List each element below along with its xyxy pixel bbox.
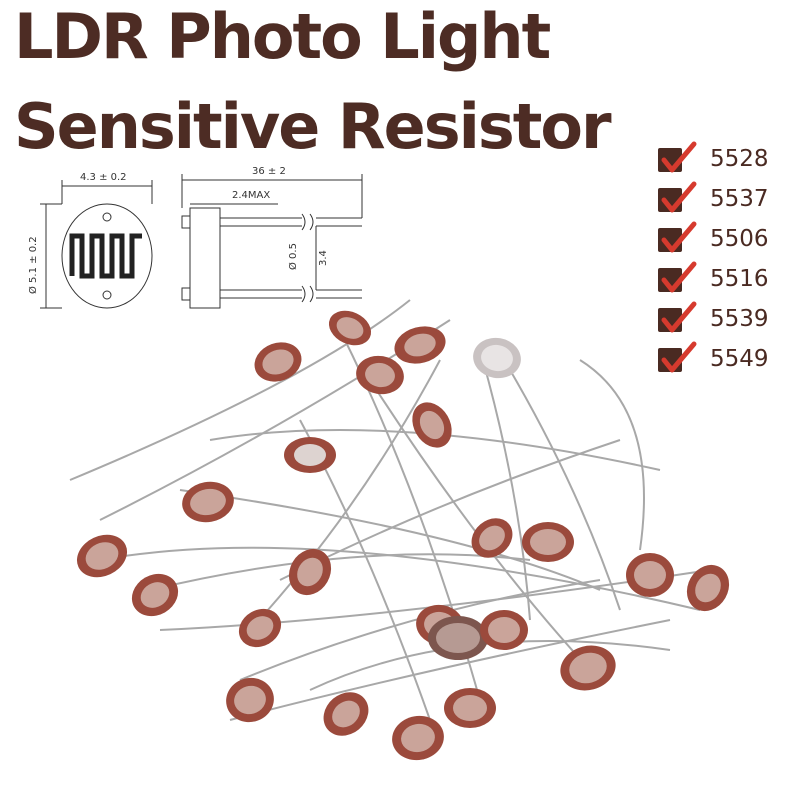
length-dimension-label: 36 ± 2 bbox=[252, 166, 286, 177]
model-number: 5516 bbox=[710, 266, 769, 292]
model-number: 5549 bbox=[710, 346, 769, 372]
model-number: 5506 bbox=[710, 226, 769, 252]
model-number: 5537 bbox=[710, 186, 769, 212]
ldr-serpentine-track bbox=[69, 233, 142, 279]
height-dimension-label: Ø 5.1 ± 0.2 bbox=[27, 236, 39, 294]
ldr-components-photo bbox=[69, 299, 730, 761]
model-item: 5506 bbox=[656, 220, 796, 260]
model-number: 5539 bbox=[710, 306, 769, 332]
lead-hole-top bbox=[102, 212, 112, 222]
lead-hole-bottom bbox=[102, 290, 112, 300]
dimension-diagram: 4.3 ± 0.2 Ø 5.1 ± 0.2 36 ± 2 2.4MAX Ø 0.… bbox=[27, 166, 363, 309]
model-list: 5528 5537 5506 5516 5539 5549 bbox=[656, 140, 796, 380]
title-line-2: Sensitive Resistor bbox=[14, 90, 612, 163]
model-item: 5539 bbox=[656, 300, 796, 340]
ldr-components bbox=[76, 310, 730, 761]
title-line-1: LDR Photo Light bbox=[14, 0, 551, 73]
model-number: 5528 bbox=[710, 146, 769, 172]
red-check-icon bbox=[661, 141, 697, 173]
ldr-front-outline bbox=[61, 203, 153, 309]
lead-diameter-label: Ø 0.5 bbox=[287, 243, 299, 270]
component-leads bbox=[69, 299, 711, 721]
body-dimension-label: 2.4MAX bbox=[232, 190, 270, 201]
red-check-icon bbox=[661, 341, 697, 373]
red-check-icon bbox=[661, 261, 697, 293]
red-check-icon bbox=[661, 221, 697, 253]
width-dimension-label: 4.3 ± 0.2 bbox=[80, 172, 127, 183]
model-item: 5549 bbox=[656, 340, 796, 380]
model-item: 5537 bbox=[656, 180, 796, 220]
red-check-icon bbox=[661, 301, 697, 333]
model-item: 5528 bbox=[656, 140, 796, 180]
pitch-dimension-label: 3.4 bbox=[318, 250, 329, 266]
ldr-side-body bbox=[189, 207, 221, 309]
model-item: 5516 bbox=[656, 260, 796, 300]
red-check-icon bbox=[661, 181, 697, 213]
